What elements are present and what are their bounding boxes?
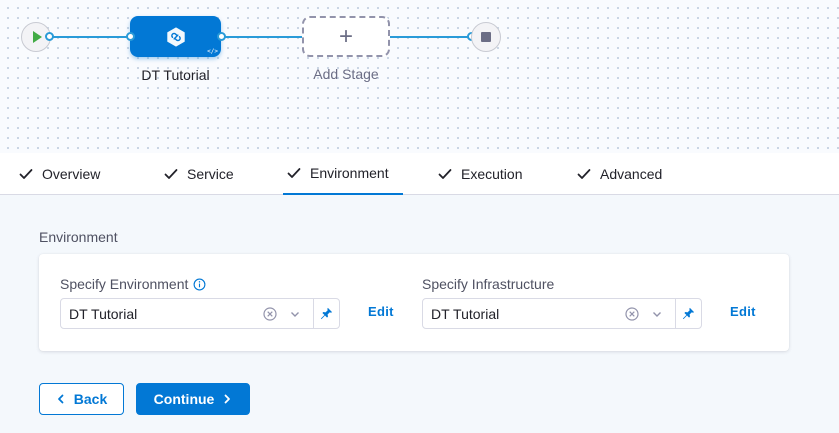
continue-button[interactable]: Continue <box>136 383 250 415</box>
plus-icon: + <box>338 22 353 50</box>
back-button[interactable]: Back <box>39 383 124 415</box>
deploy-stage-icon <box>166 26 185 47</box>
tab-environment[interactable]: Environment <box>283 153 403 195</box>
info-icon[interactable] <box>193 278 206 291</box>
stage-name-label: DT Tutorial <box>141 67 210 83</box>
tab-label: Service <box>187 166 234 182</box>
section-title: Environment <box>39 229 118 245</box>
field-label-text: Specify Environment <box>60 276 189 292</box>
tab-service[interactable]: Service <box>164 153 234 195</box>
fixed-input-button[interactable] <box>313 299 339 328</box>
continue-button-label: Continue <box>153 391 215 407</box>
environment-select-value: DT Tutorial <box>69 305 138 322</box>
infrastructure-select-value: DT Tutorial <box>431 305 500 322</box>
chevron-down-icon[interactable] <box>651 308 663 320</box>
tab-advanced[interactable]: Advanced <box>577 153 662 195</box>
tab-label: Overview <box>42 166 101 182</box>
checkmark-icon <box>19 169 33 179</box>
connector-line <box>221 36 303 38</box>
checkmark-icon <box>577 169 591 179</box>
infrastructure-select[interactable]: DT Tutorial <box>422 298 702 329</box>
connector-line <box>51 36 131 38</box>
environment-select[interactable]: DT Tutorial <box>60 298 340 329</box>
specify-environment-label: Specify Environment <box>60 276 206 292</box>
chevron-right-icon <box>224 394 231 404</box>
back-button-label: Back <box>73 391 108 407</box>
checkmark-icon <box>438 169 452 179</box>
pin-icon <box>682 307 695 320</box>
fixed-input-button[interactable] <box>675 299 701 328</box>
add-stage-button[interactable]: + <box>302 16 390 57</box>
start-port <box>45 32 54 41</box>
connector-line <box>390 36 472 38</box>
pipeline-end-node <box>471 22 501 52</box>
stop-icon <box>481 32 491 42</box>
tab-overview[interactable]: Overview <box>19 153 100 195</box>
chevron-left-icon <box>57 394 64 404</box>
stage-tabs: Overview Service Environment Execution A… <box>0 153 839 195</box>
stage-node-dt-tutorial[interactable]: </> <box>130 16 221 57</box>
clear-icon[interactable] <box>263 306 277 321</box>
stage-input-port <box>126 32 135 41</box>
tab-label: Environment <box>310 165 389 181</box>
checkmark-icon <box>164 169 178 179</box>
edit-infrastructure-link[interactable]: Edit <box>730 304 756 319</box>
environment-card: Specify Environment DT Tutorial Edit Spe… <box>39 254 789 351</box>
stage-output-port <box>217 32 226 41</box>
checkmark-icon <box>287 168 301 178</box>
tab-label: Execution <box>461 166 523 182</box>
tab-execution[interactable]: Execution <box>438 153 522 195</box>
play-icon <box>33 31 42 43</box>
field-label-text: Specify Infrastructure <box>422 276 555 292</box>
edit-environment-link[interactable]: Edit <box>368 304 394 319</box>
add-stage-label: Add Stage <box>313 66 379 82</box>
pin-icon <box>320 307 333 320</box>
code-badge-icon: </> <box>207 48 218 55</box>
specify-infrastructure-label: Specify Infrastructure <box>422 276 554 292</box>
clear-icon[interactable] <box>625 306 639 321</box>
pipeline-canvas[interactable]: </> DT Tutorial + Add Stage <box>0 0 839 153</box>
chevron-down-icon[interactable] <box>289 308 301 320</box>
tab-label: Advanced <box>600 166 663 182</box>
